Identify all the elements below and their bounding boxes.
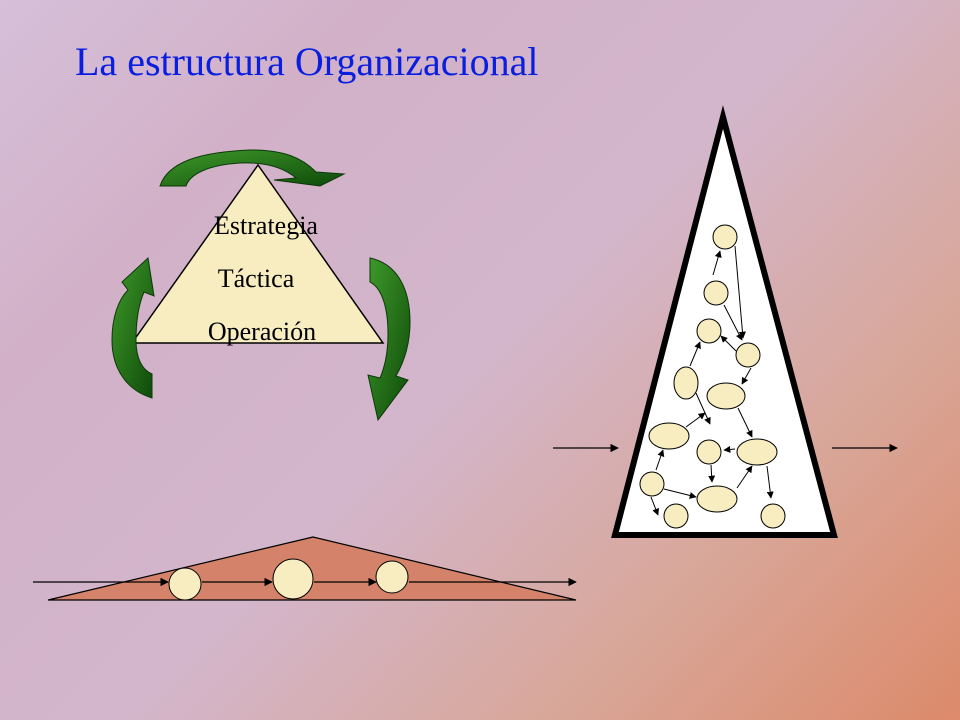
tall-pyramid-group (553, 105, 898, 538)
level-label-operacion: Operación (208, 317, 316, 346)
pyramid-node (673, 366, 699, 400)
cycle-arrow-top (159, 149, 346, 187)
flat-node (168, 567, 202, 601)
flow-arrow (689, 341, 701, 367)
pyramid-node (696, 318, 722, 344)
flow-arrow (723, 304, 743, 341)
flow-arrow (650, 496, 659, 516)
flow-arrow (708, 464, 716, 483)
flow-arrow (741, 367, 752, 385)
flat-triangle (47, 536, 577, 601)
pyramid-node (736, 438, 778, 466)
flat-node (375, 560, 409, 594)
pyramid-node (696, 485, 738, 513)
flow-arrow (695, 392, 711, 425)
pyramid-node (703, 280, 729, 306)
flow-arrow (736, 465, 753, 489)
flow-arrow (663, 488, 697, 499)
pyramid-node (735, 342, 761, 368)
flow-arrow (720, 335, 737, 352)
pyramid-node (648, 422, 690, 450)
pyramid-node (760, 503, 786, 529)
flow-arrow (712, 250, 722, 276)
pyramid-node (639, 471, 665, 497)
pyramid-nodes (639, 224, 786, 529)
slide-title: La estructura Organizacional (75, 39, 539, 84)
pyramid-node (696, 439, 722, 465)
level-label-estrategia: Estrategia (214, 211, 318, 240)
flat-node (272, 558, 314, 600)
cycle-arrow-right (367, 257, 411, 422)
flow-arrow (766, 465, 774, 499)
flow-arrow (737, 407, 753, 438)
flow-arrow (655, 449, 665, 471)
pyramid-node (663, 503, 689, 529)
pyramid-node (712, 224, 738, 250)
cycle-arrow-left (111, 256, 155, 399)
pyramid-flow-arrows (650, 245, 774, 516)
flow-arrow (685, 412, 706, 428)
flow-arrow (723, 445, 736, 453)
flow-arrow (734, 245, 746, 339)
flat-triangle-group (33, 536, 577, 601)
pyramid-node (706, 382, 746, 410)
levels-triangle (130, 163, 385, 344)
levels-triangle-group: Estrategia Táctica Operación (111, 149, 411, 422)
level-label-tactica: Táctica (218, 264, 295, 293)
